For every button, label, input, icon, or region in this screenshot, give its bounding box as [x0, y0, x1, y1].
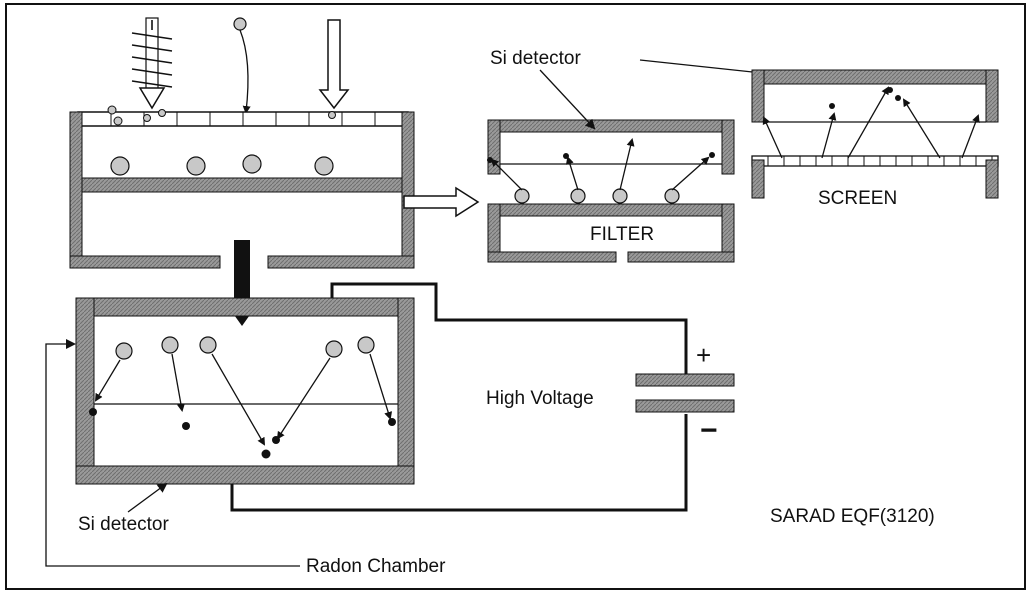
- minus-sign: −: [700, 414, 718, 447]
- screen-unit: [751, 69, 999, 199]
- radon-atom: [233, 17, 247, 31]
- outer-frame: [5, 3, 1026, 590]
- radon-chamber: [75, 297, 415, 485]
- capacitor-plate-positive: [635, 373, 735, 387]
- screen-label: SCREEN: [818, 188, 897, 209]
- plus-sign: +: [696, 340, 711, 370]
- capacitor-plate-negative: [635, 399, 735, 413]
- filter-unit: [487, 119, 735, 263]
- high-voltage-label: High Voltage: [486, 388, 594, 409]
- si-detector-top-label: Si detector: [490, 48, 581, 69]
- model-label: SARAD EQF(3120): [770, 506, 935, 527]
- si-detector-bottom-label: Si detector: [78, 514, 169, 535]
- filter-label: FILTER: [590, 224, 654, 245]
- gamma-wave-icon: [131, 20, 173, 88]
- radon-chamber-label: Radon Chamber: [306, 556, 446, 577]
- airflow-arrow-icon: [318, 19, 350, 110]
- top-chamber: [69, 17, 415, 269]
- hv-wire-top: [330, 282, 688, 378]
- flow-right-arrow-icon: [403, 186, 480, 218]
- hv-wire-bottom: [230, 414, 688, 512]
